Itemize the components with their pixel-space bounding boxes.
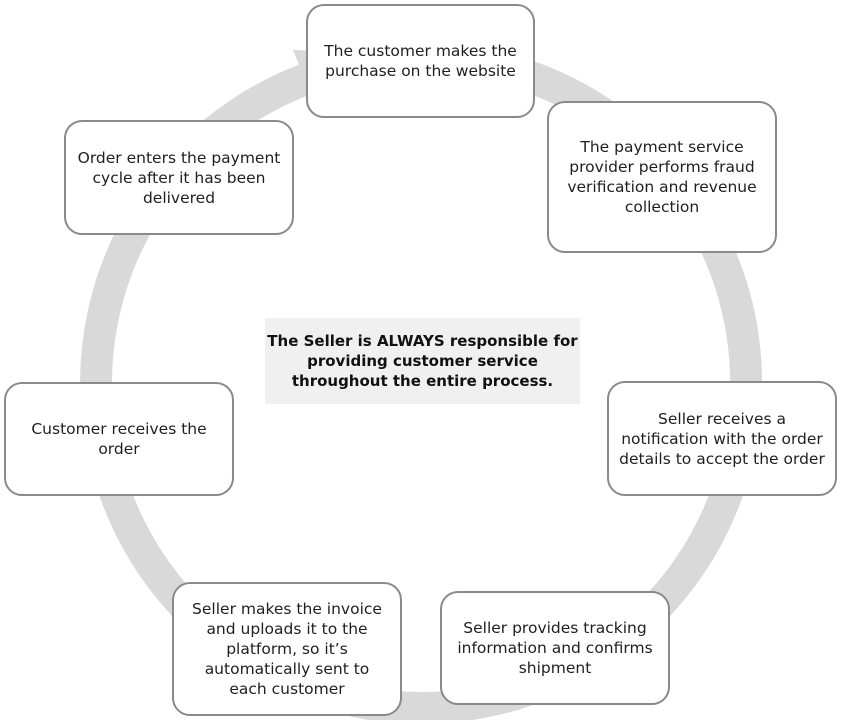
step-payment-cycle-text: Order enters the payment cycle after it … — [77, 148, 281, 207]
step-customer-receives-text: Customer receives the order — [31, 420, 207, 458]
step-shipment-text: Seller provides tracking information and… — [457, 619, 653, 677]
center-note: The Seller is ALWAYS responsible for pro… — [265, 318, 580, 404]
step-fraud-verification-text: The payment service provider performs fr… — [567, 138, 757, 216]
step-order-notification-text: Seller receives a notification with the … — [619, 409, 825, 468]
step-purchase-text: The customer makes the purchase on the w… — [324, 42, 517, 80]
step-customer-receives-box: Customer receives the order — [4, 382, 234, 496]
step-payment-cycle-box: Order enters the payment cycle after it … — [64, 120, 294, 235]
step-order-notification-box: Seller receives a notification with the … — [607, 381, 837, 496]
center-note-text: The Seller is ALWAYS responsible for pro… — [267, 332, 578, 390]
step-fraud-verification-box: The payment service provider performs fr… — [547, 101, 777, 253]
step-shipment-box: Seller provides tracking information and… — [440, 591, 670, 705]
step-invoice-box: Seller makes the invoice and uploads it … — [172, 582, 402, 716]
step-purchase-box: The customer makes the purchase on the w… — [306, 4, 535, 118]
step-invoice-text: Seller makes the invoice and uploads it … — [192, 600, 382, 698]
